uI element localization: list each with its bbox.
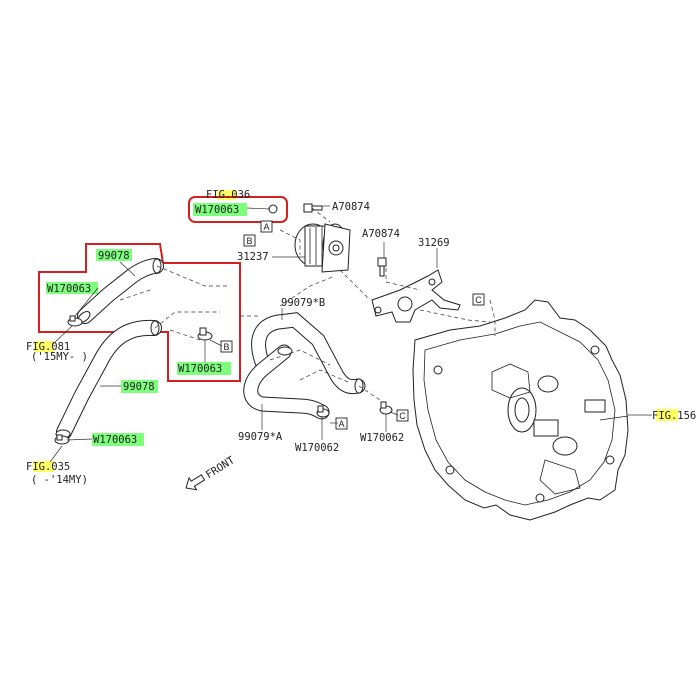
highlight-w170063-mid xyxy=(177,362,231,375)
clamp-w170062-2 xyxy=(379,401,393,415)
label-99078-bottom[interactable]: 99078 xyxy=(123,381,155,393)
label-fig081[interactable]: FIG.081 xyxy=(26,341,70,353)
hose-99078-bottom xyxy=(55,319,162,440)
highlight-fig081 xyxy=(34,341,54,352)
highlight-fig156 xyxy=(656,409,678,421)
callout-b-right: B xyxy=(220,340,233,353)
svg-text:C: C xyxy=(475,295,482,305)
label-99078-top[interactable]: 99078 xyxy=(98,250,130,262)
leader-lines xyxy=(49,205,438,463)
label-fig156[interactable]: FIG.156 xyxy=(652,410,696,422)
clamp-w170063-low xyxy=(54,434,70,445)
label-fig035[interactable]: FIG.035 xyxy=(26,461,70,473)
svg-text:A: A xyxy=(263,222,269,232)
red-outline-hose-group xyxy=(38,243,241,382)
label-front: FRONT xyxy=(204,454,238,481)
highlight-w170063-top xyxy=(193,203,247,216)
label-fig036[interactable]: FIG.036 xyxy=(206,189,250,201)
highlight-fig035 xyxy=(33,461,54,472)
label-w170063-top[interactable]: W170063 xyxy=(195,204,239,216)
svg-text:C: C xyxy=(399,411,406,421)
svg-text:B: B xyxy=(223,342,229,352)
highlight-99078-top xyxy=(96,249,132,261)
bolt-a70874-1 xyxy=(303,203,323,213)
callout-boxes: A B C B A C xyxy=(209,220,485,430)
callout-c-top: C xyxy=(472,293,485,306)
hose-99079b xyxy=(251,312,366,395)
svg-text:A: A xyxy=(338,419,344,429)
clamp-w170063-left xyxy=(67,315,83,327)
part-labels: FIG.036 W170063 A70874 A70874 31269 3123… xyxy=(26,189,696,486)
label-a70874-2[interactable]: A70874 xyxy=(362,228,400,240)
label-a70874-1[interactable]: A70874 xyxy=(332,201,370,213)
label-w170063-low[interactable]: W170063 xyxy=(93,434,137,446)
label-w170062-2[interactable]: W170062 xyxy=(360,432,404,444)
highlight-fig036 xyxy=(217,190,236,200)
callout-a-top: A xyxy=(260,220,273,233)
red-outlines xyxy=(38,196,288,382)
label-31269[interactable]: 31269 xyxy=(418,237,450,249)
label-14my: ( -'14MY) xyxy=(31,474,88,486)
hose-99078-top xyxy=(77,258,164,324)
highlight-w170063-low xyxy=(92,433,144,446)
label-w170062-1[interactable]: W170062 xyxy=(295,442,339,454)
svg-text:B: B xyxy=(246,236,252,246)
dashed-guides xyxy=(119,207,496,401)
highlight-99078-bottom xyxy=(121,380,158,393)
callout-b-left: B xyxy=(243,234,256,247)
callout-c-bottom: C xyxy=(396,409,409,422)
highlights xyxy=(33,190,678,472)
label-w170063-mid[interactable]: W170063 xyxy=(178,363,222,375)
cooler-31237 xyxy=(268,204,351,273)
bracket-31269 xyxy=(371,269,461,323)
bolt-a70874-2 xyxy=(377,257,387,277)
label-31237[interactable]: 31237 xyxy=(237,251,269,263)
transmission-case xyxy=(412,299,652,521)
label-99079a[interactable]: 99079*A xyxy=(238,431,283,443)
red-outline-top xyxy=(188,196,288,223)
callout-a-bottom: A xyxy=(335,417,348,430)
highlight-w170063-left xyxy=(46,282,98,294)
clamp-w170062-1 xyxy=(316,405,330,418)
label-15my: ('15MY- ) xyxy=(31,351,88,363)
label-w170063-left[interactable]: W170063 xyxy=(47,283,91,295)
front-arrow: FRONT xyxy=(185,454,238,491)
label-99079b[interactable]: 99079*B xyxy=(281,297,325,309)
clamp-w170063-mid xyxy=(197,327,213,362)
